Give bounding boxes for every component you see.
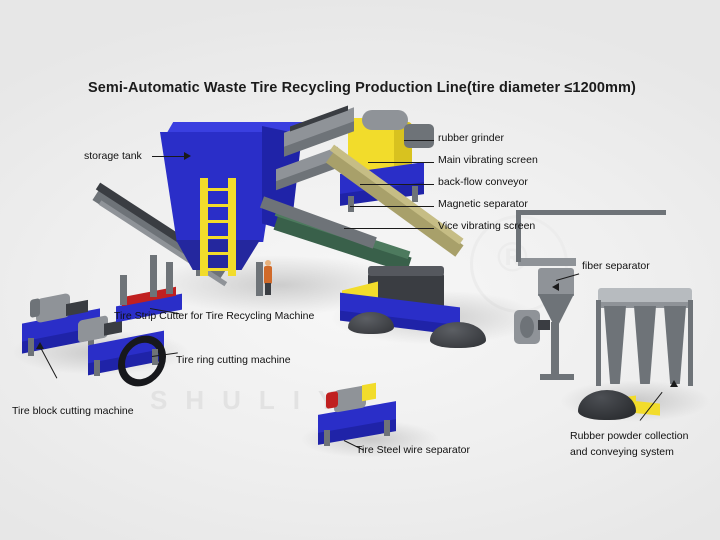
arrowhead xyxy=(552,283,559,291)
label-magnetic-separator: Magnetic separator xyxy=(438,198,528,210)
label-tire-block-cutting-machine: Tire block cutting machine xyxy=(12,405,134,417)
label-storage-tank: storage tank xyxy=(84,150,142,162)
leader-line xyxy=(368,162,434,163)
rubber-powder-pile xyxy=(578,390,636,420)
leader-line xyxy=(350,206,434,207)
watermark-text: SHULIY xyxy=(150,385,354,415)
rubber-chip-pile xyxy=(348,312,394,334)
arrowhead xyxy=(36,342,44,349)
watermark-registered-icon: ® xyxy=(497,233,528,280)
leader-line xyxy=(344,228,434,229)
arrowhead xyxy=(184,152,191,160)
label-main-vibrating-screen: Main vibrating screen xyxy=(438,154,538,166)
leader-line xyxy=(360,184,434,185)
label-tire-ring-cutting-machine: Tire ring cutting machine xyxy=(176,354,291,366)
label-tire-steel-wire-separator: Tire Steel wire separator xyxy=(356,444,470,456)
label-rubber-powder-collection-line1: Rubber powder collection xyxy=(570,430,689,442)
label-rubber-powder-collection-line2: and conveying system xyxy=(570,446,674,458)
label-fiber-separator: fiber separator xyxy=(582,260,650,272)
label-tire-strip-cutter: Tire Strip Cutter for Tire Recycling Mac… xyxy=(114,310,315,322)
label-vice-vibrating-screen: Vice vibrating screen xyxy=(438,220,536,232)
arrowhead xyxy=(670,380,678,387)
leader-line xyxy=(152,156,186,157)
leader-line xyxy=(404,140,434,141)
label-back-flow-conveyor: back-flow conveyor xyxy=(438,176,528,188)
rubber-chip-pile xyxy=(430,322,486,348)
label-rubber-grinder: rubber grinder xyxy=(438,132,504,144)
page-title: Semi-Automatic Waste Tire Recycling Prod… xyxy=(88,80,636,96)
